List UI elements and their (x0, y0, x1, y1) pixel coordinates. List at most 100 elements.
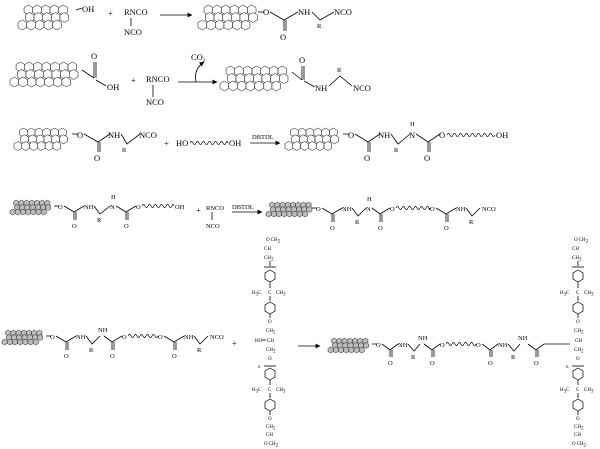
graphene-sheet-icon (13, 127, 68, 151)
bond (120, 133, 141, 145)
hexagon-cell (281, 210, 287, 218)
sub-text: 3 (564, 293, 567, 298)
ether-oxygen-label: O (576, 320, 580, 325)
carbonyl-oxygen-label: O (94, 153, 100, 163)
product-epoxy-resin-structure: OCH2 CH CH2 H3C C CH3 O CH2 CH CH2 O n H… (560, 238, 594, 449)
carbonyl-oxygen-label: O (378, 225, 383, 232)
ch2-label: CH2 (264, 256, 274, 263)
bond (163, 335, 185, 343)
bond (371, 207, 391, 215)
epoxy-resin-structure: OCH2 CH CH2 H3C C CH3 O CH2 HO CH CH2 O … (252, 238, 286, 449)
reaction-5: O O NH R NH O O O O NH R NCO + OCH2 CH C… (1, 238, 594, 449)
carbonyl-oxygen-label: O (280, 32, 286, 42)
carbonyl-oxygen-label: O (72, 223, 77, 230)
hydrogen-label: H (410, 121, 415, 128)
c-text: C (258, 388, 262, 393)
hexagon-cell (61, 76, 71, 88)
carbonyl-oxygen-label: O (299, 55, 305, 65)
bond (83, 133, 111, 143)
carbonyl-oxygen-label: O (91, 51, 97, 61)
hexagon-cell (353, 346, 360, 354)
bond (93, 205, 111, 215)
methyl-label: CH3 (584, 291, 594, 298)
plus-sign: + (131, 75, 136, 85)
hexagon-cell (232, 19, 242, 31)
hexagon-cell (36, 329, 43, 337)
ch-text: CH (574, 425, 581, 430)
plus-sign: + (196, 205, 201, 215)
polymer-chain (189, 141, 229, 145)
oxirane-ch2-label: OCH2 (572, 442, 587, 449)
hexagon-cell (237, 80, 247, 92)
sub-text: 2 (581, 350, 584, 355)
quaternary-carbon-label: C (576, 291, 580, 296)
ch-text: CH (574, 329, 581, 334)
sub-text: 2 (584, 444, 587, 449)
hexagon-cell (44, 76, 54, 88)
polymer-chain (141, 204, 175, 208)
carbonyl-oxygen-label: O (172, 353, 177, 360)
benzene-ring-icon (264, 398, 276, 412)
methyl-label: CH3 (276, 291, 286, 298)
ch2-label: CH2 (266, 348, 276, 355)
nitrogen-label: N (409, 130, 415, 140)
bond (354, 133, 381, 143)
hexagon-cell (59, 134, 68, 145)
amine-label: NH (298, 7, 310, 17)
oxirane-ch2-label: OCH2 (266, 238, 281, 245)
methyl-label: H3C (560, 388, 570, 395)
sub-text: 3 (256, 390, 259, 395)
ch-text: CH (264, 256, 271, 261)
hexagon-cell (300, 141, 309, 151)
hexagon-cell (291, 210, 298, 218)
hydrogen-label: H (111, 194, 116, 201)
ch-text: CH (577, 442, 584, 447)
hexagon-cell (333, 346, 339, 354)
hexagon-cell (59, 12, 69, 23)
ch-text: CH (269, 442, 276, 447)
benzene-ring-icon (264, 301, 276, 315)
ch-label: CH (572, 247, 579, 252)
hexagon-cell (308, 141, 317, 151)
ether-oxygen-label: O (268, 320, 272, 325)
sub-text: 2 (276, 444, 279, 449)
hexagon-cell (358, 346, 365, 354)
hexagon-cell (296, 210, 303, 218)
isocyanate-label: NCO (146, 97, 164, 107)
carbonyl-oxygen-label: O (444, 225, 449, 232)
r-group-label: R (317, 23, 322, 30)
nitrogen-label: N (110, 204, 115, 211)
c-text: C (566, 291, 570, 296)
quaternary-carbon-label: C (268, 291, 272, 296)
carbonyl-oxygen-label: O (124, 223, 129, 230)
r-group-label: R (97, 217, 102, 224)
sub-text: 3 (283, 293, 286, 298)
hexagon-cell (12, 338, 18, 346)
r-group-label: R (122, 147, 127, 154)
hexagon-cell (44, 199, 51, 207)
hexagon-cell (276, 210, 282, 218)
hexagon-cell (43, 19, 53, 31)
hexagon-cell (302, 210, 308, 218)
carbonyl-oxygen-label: O (534, 360, 539, 367)
polymer-chain (395, 206, 431, 210)
hexagon-cell (206, 19, 216, 31)
graphene-sheet-icon (265, 201, 313, 218)
carbonyl-oxygen-label: O (424, 153, 430, 163)
hexagon-cell (277, 65, 287, 77)
sub-text: 3 (564, 390, 567, 395)
hexagon-cell (22, 338, 29, 346)
hexagon-cell (58, 127, 67, 138)
hexagon-cell (52, 19, 62, 31)
hexagon-cell (52, 141, 62, 151)
carbonyl-oxygen-label: O (488, 360, 493, 367)
catalyst-label: DBTDL (232, 204, 254, 211)
repeat-unit-n-label: n (566, 365, 569, 370)
benzene-ring-icon (572, 367, 584, 381)
hexagon-cell (35, 76, 45, 88)
co2-label: CO2 (191, 52, 206, 64)
h-text: H (252, 291, 256, 296)
hexagon-cell (69, 69, 79, 80)
graphene-sheet-icon (9, 61, 79, 88)
polymer-chain (445, 342, 477, 346)
